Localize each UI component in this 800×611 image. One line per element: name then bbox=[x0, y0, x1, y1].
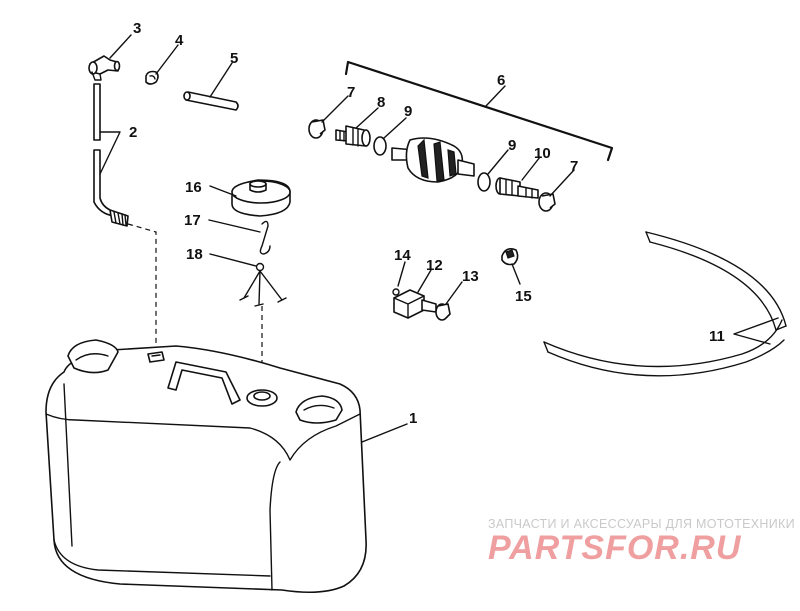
part-9-clamp-right bbox=[477, 172, 491, 192]
callout-1: 1 bbox=[409, 410, 417, 427]
callout-16: 16 bbox=[185, 179, 202, 196]
callout-7-left: 7 bbox=[347, 84, 355, 101]
callout-5: 5 bbox=[230, 50, 238, 67]
part-13-clamp bbox=[435, 303, 451, 321]
part-7-clamp-left bbox=[308, 119, 326, 139]
part-10-fitting bbox=[495, 177, 539, 199]
part-15-clamp bbox=[501, 248, 519, 266]
part-9-clamp-left bbox=[373, 136, 387, 156]
callout-18: 18 bbox=[186, 246, 203, 263]
callout-6: 6 bbox=[497, 72, 505, 89]
watermark-tagline: ЗАПЧАСТИ И АКСЕССУАРЫ ДЛЯ МОТОТЕХНИКИ bbox=[488, 517, 795, 531]
part-4-clip bbox=[145, 70, 159, 85]
watermark-logo: PARTSFOR.RU bbox=[488, 529, 742, 567]
part-11-fuel-hose bbox=[543, 231, 787, 377]
part-5-pin bbox=[183, 91, 239, 111]
part-18-retainer bbox=[239, 262, 287, 307]
assembly-line-tube bbox=[127, 223, 157, 352]
callout-2: 2 bbox=[129, 124, 137, 141]
callout-13: 13 bbox=[462, 268, 479, 285]
part-14-o-ring bbox=[392, 288, 400, 296]
primer-bulb bbox=[391, 137, 475, 183]
part-7-clamp-right bbox=[538, 192, 556, 212]
callout-4: 4 bbox=[175, 32, 184, 49]
callout-9-right: 9 bbox=[508, 137, 516, 154]
callout-11: 11 bbox=[709, 328, 725, 345]
callout-7-right: 7 bbox=[570, 158, 578, 175]
callout-17: 17 bbox=[184, 212, 201, 229]
part-8-fitting bbox=[335, 125, 371, 147]
part-2-pickup-tube bbox=[93, 83, 129, 227]
leader-lines bbox=[99, 34, 779, 443]
part-17-s-hook bbox=[259, 220, 271, 255]
callout-12: 12 bbox=[426, 257, 443, 274]
callout-9-left: 9 bbox=[404, 103, 412, 120]
callout-8: 8 bbox=[377, 94, 385, 111]
callout-15: 15 bbox=[515, 288, 532, 305]
callout-10: 10 bbox=[534, 145, 551, 162]
part-6-bracket bbox=[344, 60, 614, 162]
part-12-connector bbox=[393, 289, 437, 319]
part-16-filler-cap bbox=[231, 179, 291, 217]
callout-14: 14 bbox=[394, 247, 411, 264]
part-1-fuel-tank bbox=[45, 339, 367, 594]
part-3-elbow-fitting bbox=[88, 55, 121, 81]
callout-3: 3 bbox=[133, 20, 141, 37]
